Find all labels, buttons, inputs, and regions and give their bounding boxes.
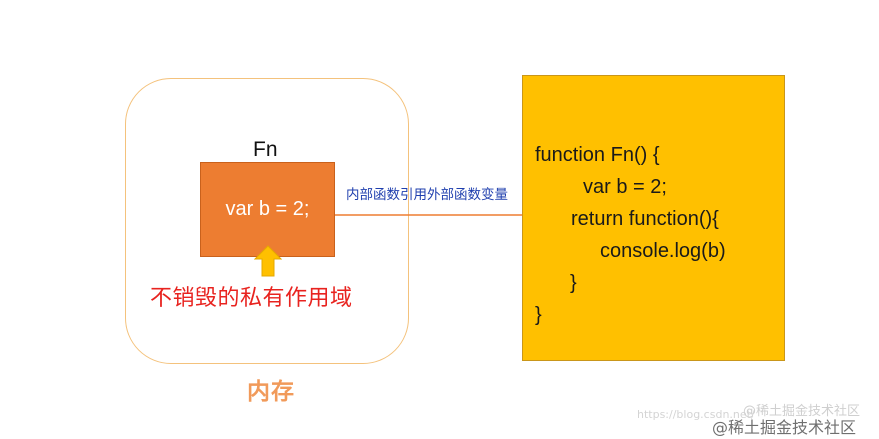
memory-title: 内存 — [247, 379, 295, 405]
up-arrow-icon — [254, 245, 282, 277]
fn-scope-box: var b = 2; — [200, 162, 335, 257]
code-box: function Fn() { var b = 2; return functi… — [522, 75, 785, 361]
private-scope-label: 不销毁的私有作用域 — [150, 286, 353, 311]
code-line-6: } — [535, 304, 542, 326]
fn-label: Fn — [253, 138, 278, 161]
code-line-2: var b = 2; — [583, 176, 667, 198]
memory-container — [125, 78, 409, 364]
code-line-1: function Fn() { — [535, 144, 660, 166]
code-line-3: return function(){ — [571, 208, 719, 230]
code-line-4: console.log(b) — [600, 240, 726, 262]
watermark-badge: @稀土掘金技术社区 — [743, 404, 861, 419]
fn-box-text: var b = 2; — [225, 198, 310, 220]
code-line-5: } — [570, 272, 577, 294]
watermark-url: https://blog.csdn.net/ — [637, 408, 755, 421]
reference-arrow-label: 内部函数引用外部函数变量 — [346, 187, 508, 203]
watermark-site: @稀土掘金技术社区 — [712, 418, 857, 437]
